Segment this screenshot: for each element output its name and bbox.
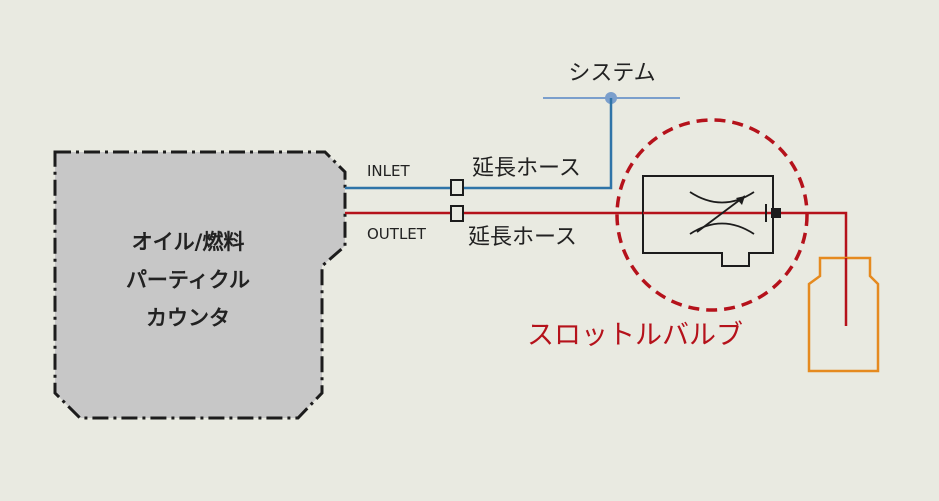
sample-container <box>807 256 880 373</box>
inlet-label: INLET <box>367 162 410 180</box>
particle-counter-body <box>53 150 347 420</box>
throttle-valve <box>642 175 781 267</box>
counter-label-line3: カウンタ <box>146 306 230 330</box>
hose-label-top: 延長ホース <box>472 156 581 181</box>
throttle-valve-label: スロットルバルブ <box>527 320 743 351</box>
system-label: システム <box>568 61 655 86</box>
hose-label-bottom: 延長ホース <box>468 225 577 250</box>
counter-label-line2: パーティクル <box>126 268 250 292</box>
valve-body <box>642 175 774 267</box>
throttle-valve-highlight-circle <box>615 118 809 312</box>
inlet-line <box>345 98 613 190</box>
outlet-coupling <box>450 205 464 222</box>
counter-label-line1: オイル/燃料 <box>132 230 245 254</box>
outlet-label: OUTLET <box>367 225 427 243</box>
inlet-coupling <box>450 179 464 196</box>
valve-port <box>771 208 781 218</box>
